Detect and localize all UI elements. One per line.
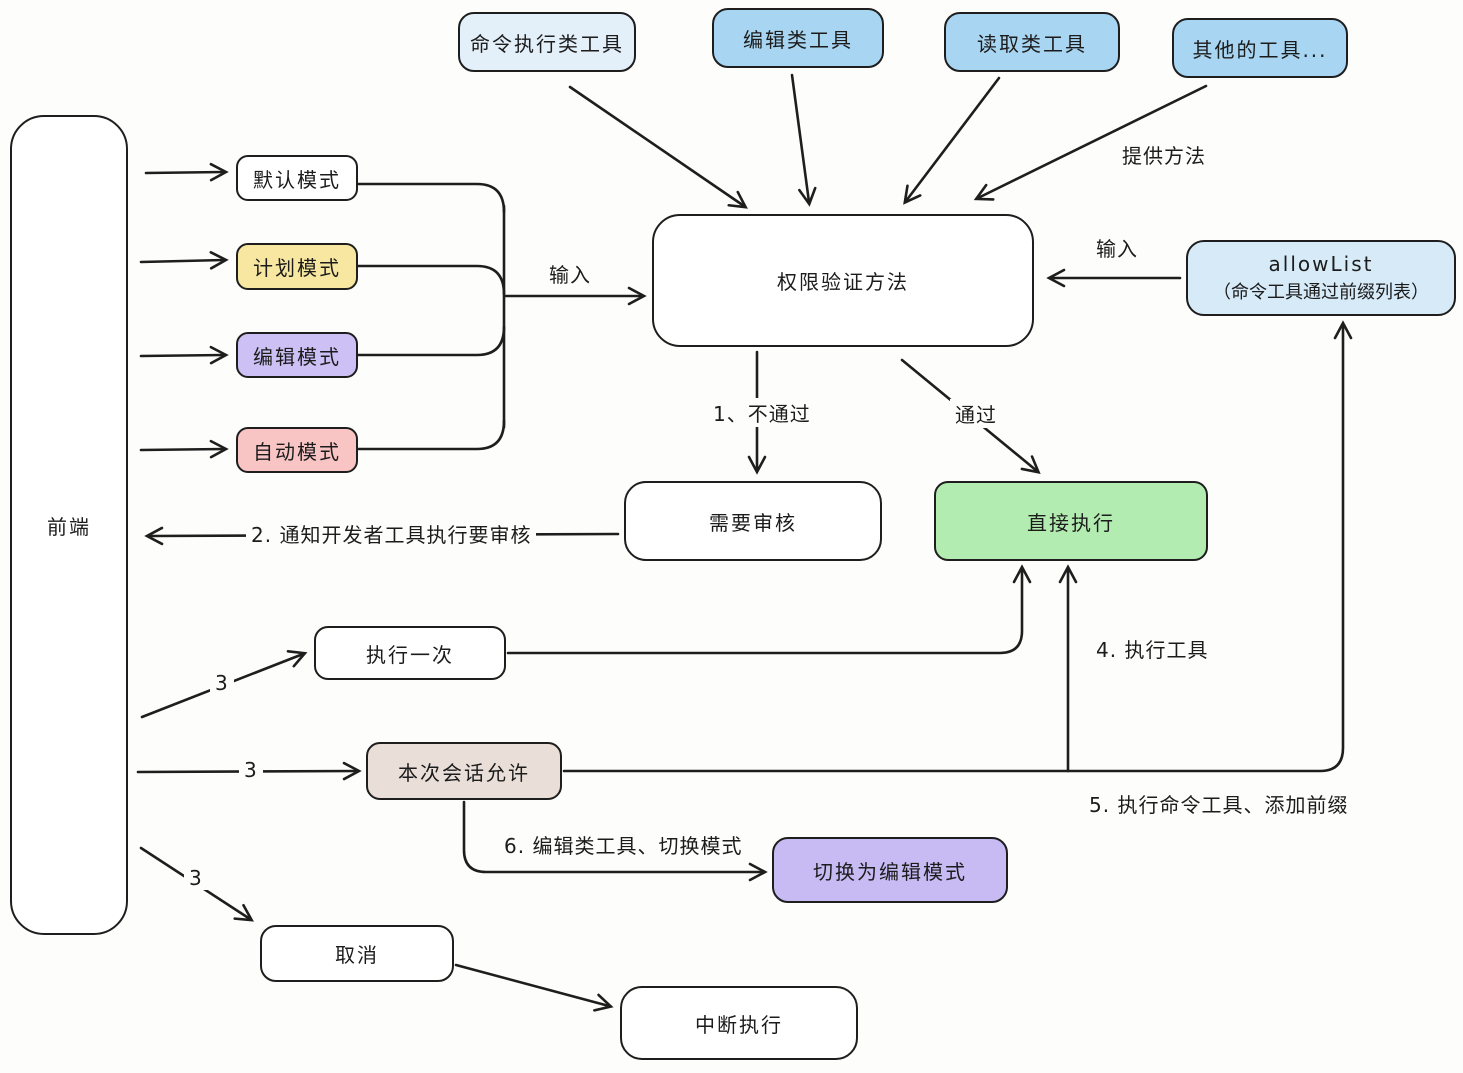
label-exec-command-prefix: 5. 执行命令工具、添加前缀	[1089, 793, 1349, 817]
node-switch-edit-mode-label: 切换为编辑模式	[813, 859, 967, 884]
node-frontend: 前端	[10, 115, 128, 935]
arrow-frontend-to-mode-default	[144, 162, 229, 182]
node-interrupt: 中断执行	[620, 986, 858, 1060]
arrow-session-allow-to-switch-edit-mode	[462, 800, 768, 882]
bracket-mode-default	[356, 182, 506, 214]
arrow-cancel-to-interrupt	[454, 963, 614, 1012]
node-auth-method: 权限验证方法	[652, 214, 1034, 347]
node-tool-edit-label: 编辑类工具	[743, 27, 853, 52]
node-tool-command-label: 命令执行类工具	[470, 31, 624, 56]
bracket-mode-auto	[356, 419, 506, 451]
label-step3-exec-once: 3	[210, 671, 234, 695]
node-switch-edit-mode: 切换为编辑模式	[772, 837, 1008, 903]
arrow-tool-edit-to-auth	[790, 73, 817, 207]
node-cancel-label: 取消	[335, 943, 379, 967]
arrow-session-allow-to-allowlist	[562, 320, 1353, 773]
node-direct-exec: 直接执行	[934, 481, 1208, 561]
node-direct-exec-label: 直接执行	[1027, 510, 1115, 535]
label-edit-switch: 6. 编辑类工具、切换模式	[504, 834, 743, 858]
arrow-exec-once-to-direct-exec	[506, 564, 1032, 655]
node-tool-read-label: 读取类工具	[977, 31, 1087, 56]
node-allowlist: allowList （命令工具通过前缀列表）	[1186, 240, 1456, 316]
node-tool-other-label: 其他的工具...	[1192, 37, 1328, 62]
node-frontend-label: 前端	[47, 514, 91, 539]
node-allowlist-title: allowList	[1268, 252, 1374, 276]
label-provide-method: 提供方法	[1122, 144, 1206, 168]
label-pass: 通过	[950, 399, 1002, 428]
node-tool-edit: 编辑类工具	[712, 8, 884, 68]
node-cancel: 取消	[260, 925, 454, 982]
label-exec-tool: 4. 执行工具	[1096, 638, 1209, 662]
bracket-mode-edit	[356, 325, 506, 357]
node-need-review: 需要审核	[624, 481, 882, 561]
node-session-allow: 本次会话允许	[366, 742, 562, 800]
node-auth-method-label: 权限验证方法	[777, 270, 909, 294]
arrow-frontend-to-mode-edit	[139, 345, 229, 365]
node-interrupt-label: 中断执行	[695, 1012, 783, 1037]
label-not-pass: 1、不通过	[708, 398, 816, 427]
node-mode-default: 默认模式	[236, 155, 358, 201]
node-mode-auto: 自动模式	[236, 427, 358, 473]
bracket-mode-plan	[356, 264, 506, 296]
label-notify-review: 2. 通知开发者工具执行要审核	[246, 519, 537, 548]
label-step3-cancel: 3	[184, 866, 208, 890]
node-mode-plan-label: 计划模式	[253, 256, 341, 280]
node-mode-default-label: 默认模式	[253, 167, 341, 192]
label-step3-session-allow: 3	[239, 758, 263, 782]
node-exec-once: 执行一次	[314, 626, 506, 680]
node-allowlist-subtitle: （命令工具通过前缀列表）	[1213, 282, 1429, 303]
node-mode-edit: 编辑模式	[236, 332, 358, 378]
node-exec-once-label: 执行一次	[366, 642, 454, 667]
arrow-tool-other-to-auth	[973, 84, 1208, 201]
arrow-tool-read-to-auth	[903, 76, 1001, 205]
node-tool-command: 命令执行类工具	[458, 12, 636, 72]
arrow-frontend-to-mode-auto	[139, 439, 229, 459]
label-input-right: 输入	[1096, 237, 1138, 261]
arrow-frontend-to-mode-plan	[139, 251, 229, 270]
node-mode-edit-label: 编辑模式	[253, 344, 341, 369]
node-mode-auto-label: 自动模式	[253, 439, 341, 464]
node-session-allow-label: 本次会话允许	[398, 760, 530, 785]
node-mode-plan: 计划模式	[236, 243, 358, 290]
arrow-tool-command-to-auth	[568, 85, 748, 209]
node-tool-other: 其他的工具...	[1172, 18, 1348, 78]
node-tool-read: 读取类工具	[944, 12, 1120, 72]
node-need-review-label: 需要审核	[709, 510, 797, 535]
label-input-left: 输入	[549, 263, 591, 287]
